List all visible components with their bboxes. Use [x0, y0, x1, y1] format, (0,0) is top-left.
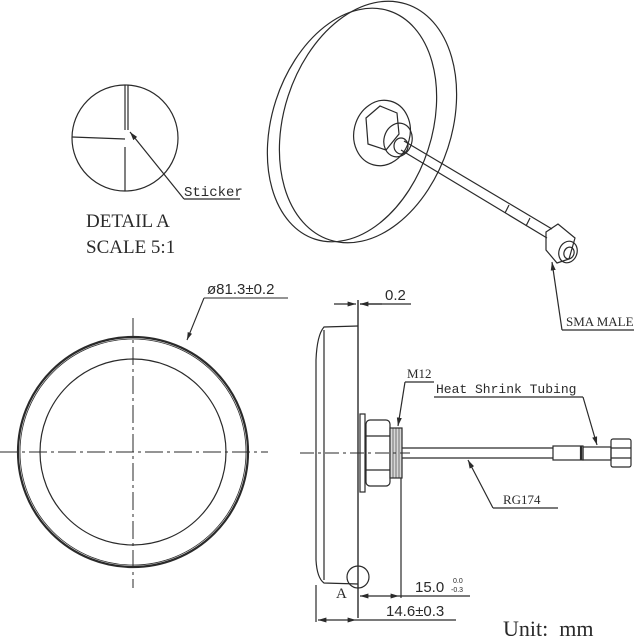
- rg174-label: RG174: [503, 492, 541, 507]
- sma-connector-side: [610, 438, 632, 468]
- offset-dimension: 0.2: [385, 287, 406, 304]
- sma-leader: [550, 261, 563, 331]
- sma-male-label: SMA MALE: [566, 314, 634, 329]
- detail-a-view: [71, 84, 240, 200]
- rg174-leader: [467, 459, 494, 509]
- side-view: [300, 300, 632, 623]
- detail-a-marker: [346, 565, 370, 589]
- heat-shrink-label: Heat Shrink Tubing: [436, 382, 576, 397]
- detail-scale: SCALE 5:1: [86, 237, 175, 258]
- iso-hex-nut: [365, 105, 400, 151]
- iso-disc-front: [278, 0, 458, 244]
- sticker-leader: [129, 131, 185, 200]
- iso-thread: [383, 122, 413, 158]
- sticker-label: Sticker: [184, 185, 243, 201]
- diameter-leader: [186, 297, 205, 341]
- iso-sma-connector: [545, 223, 576, 264]
- body-dimension: 14.6±0.3: [386, 603, 444, 620]
- housing-profile: [315, 325, 359, 585]
- heat-shrink-tubing: [552, 445, 584, 461]
- detail-title: DETAIL A: [86, 211, 170, 232]
- m12-label: M12: [407, 366, 432, 381]
- iso-flange: [353, 99, 411, 167]
- detail-a-ref: A: [336, 586, 347, 602]
- unit-note: Unit: mm: [503, 616, 593, 640]
- front-view: [0, 297, 288, 588]
- heat-shrink-leader: [582, 396, 598, 446]
- iso-cable-bottom: [400, 149, 548, 239]
- diameter-dimension: ø81.3±0.2: [207, 281, 274, 298]
- height-tol-lower: -0.3: [451, 587, 463, 594]
- isometric-view: [266, 0, 634, 331]
- height-dimension: 15.0: [415, 579, 444, 596]
- height-tol-upper: 0.0: [453, 578, 463, 585]
- iso-cable-top: [403, 140, 553, 230]
- m12-leader: [396, 381, 406, 427]
- iso-disc-back: [266, 7, 438, 243]
